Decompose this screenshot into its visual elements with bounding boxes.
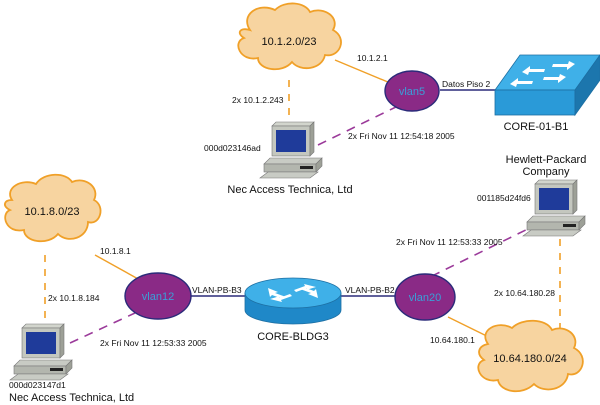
label-left-host-seen: 2x Fri Nov 11 12:53:33 2005 [100,338,207,348]
host-right[interactable] [522,179,586,237]
label-left-gw: 10.1.8.1 [100,246,131,256]
host-left[interactable] [9,323,73,381]
router-arrows-icon [268,284,318,302]
cloud-left[interactable]: 10.1.8.0/23 [4,173,102,243]
label-right-gw: 10.64.180.1 [430,335,475,345]
link-left-host-vlan12 [69,312,136,344]
host-top-vendor: Nec Access Technica, Ltd [227,184,352,196]
vlan5-label: vlan5 [399,86,425,98]
label-top-host-ip: 2x 10.1.2.243 [232,95,284,105]
computer-icon [9,323,73,381]
host-right-mac: 001185d24fd6 [477,193,531,203]
vlan5-node[interactable]: vlan5 [384,70,440,112]
label-router-vlan20: VLAN-PB-B2 [345,285,395,295]
computer-icon [259,121,323,179]
switch-core-01-b1[interactable]: CORE-01-B1 [494,54,600,133]
vlan20-node[interactable]: vlan20 [394,273,456,321]
vlan12-label: vlan12 [142,291,174,303]
link-top-cloud-vlan5 [334,59,396,86]
link-left-cloud-vlan12 [94,254,141,281]
label-right-host-ip: 2x 10.64.180.28 [494,288,555,298]
host-top-mac: 000d023146ad [204,143,261,153]
label-right-host-seen: 2x Fri Nov 11 12:53:33 2005 [396,237,503,247]
computer-icon [522,179,586,237]
router-label: CORE-BLDG3 [257,331,329,343]
host-left-mac: 000d023147d1 [9,380,66,390]
switch-label: CORE-01-B1 [504,121,569,133]
label-top-gw: 10.1.2.1 [357,53,388,63]
router-core-bldg3[interactable]: CORE-BLDG3 [244,277,342,343]
cloud-right[interactable]: 10.64.180.0/24 [477,319,584,393]
host-left-vendor: Nec Access Technica, Ltd [9,392,134,404]
label-left-host-ip: 2x 10.1.8.184 [48,293,100,303]
vlan12-node[interactable]: vlan12 [124,272,192,320]
host-right-vendor-line2: Company [522,166,570,178]
cloud-top[interactable]: 10.1.2.0/23 [237,2,342,71]
label-vlan5-switch: Datos Piso 2 [442,79,490,89]
cloud-right-label: 10.64.180.0/24 [493,353,566,365]
cloud-left-label: 10.1.8.0/23 [24,206,79,218]
label-router-vlan12: VLAN-PB-B3 [192,285,242,295]
link-right-host-vlan20 [429,222,541,278]
switch-arrows-icon [510,61,575,87]
label-top-host-seen: 2x Fri Nov 11 12:54:18 2005 [348,131,455,141]
vlan20-label: vlan20 [409,292,441,304]
cloud-top-label: 10.1.2.0/23 [261,36,316,48]
host-top[interactable] [259,121,323,179]
host-right-vendor-line1: Hewlett-Packard [506,154,587,166]
